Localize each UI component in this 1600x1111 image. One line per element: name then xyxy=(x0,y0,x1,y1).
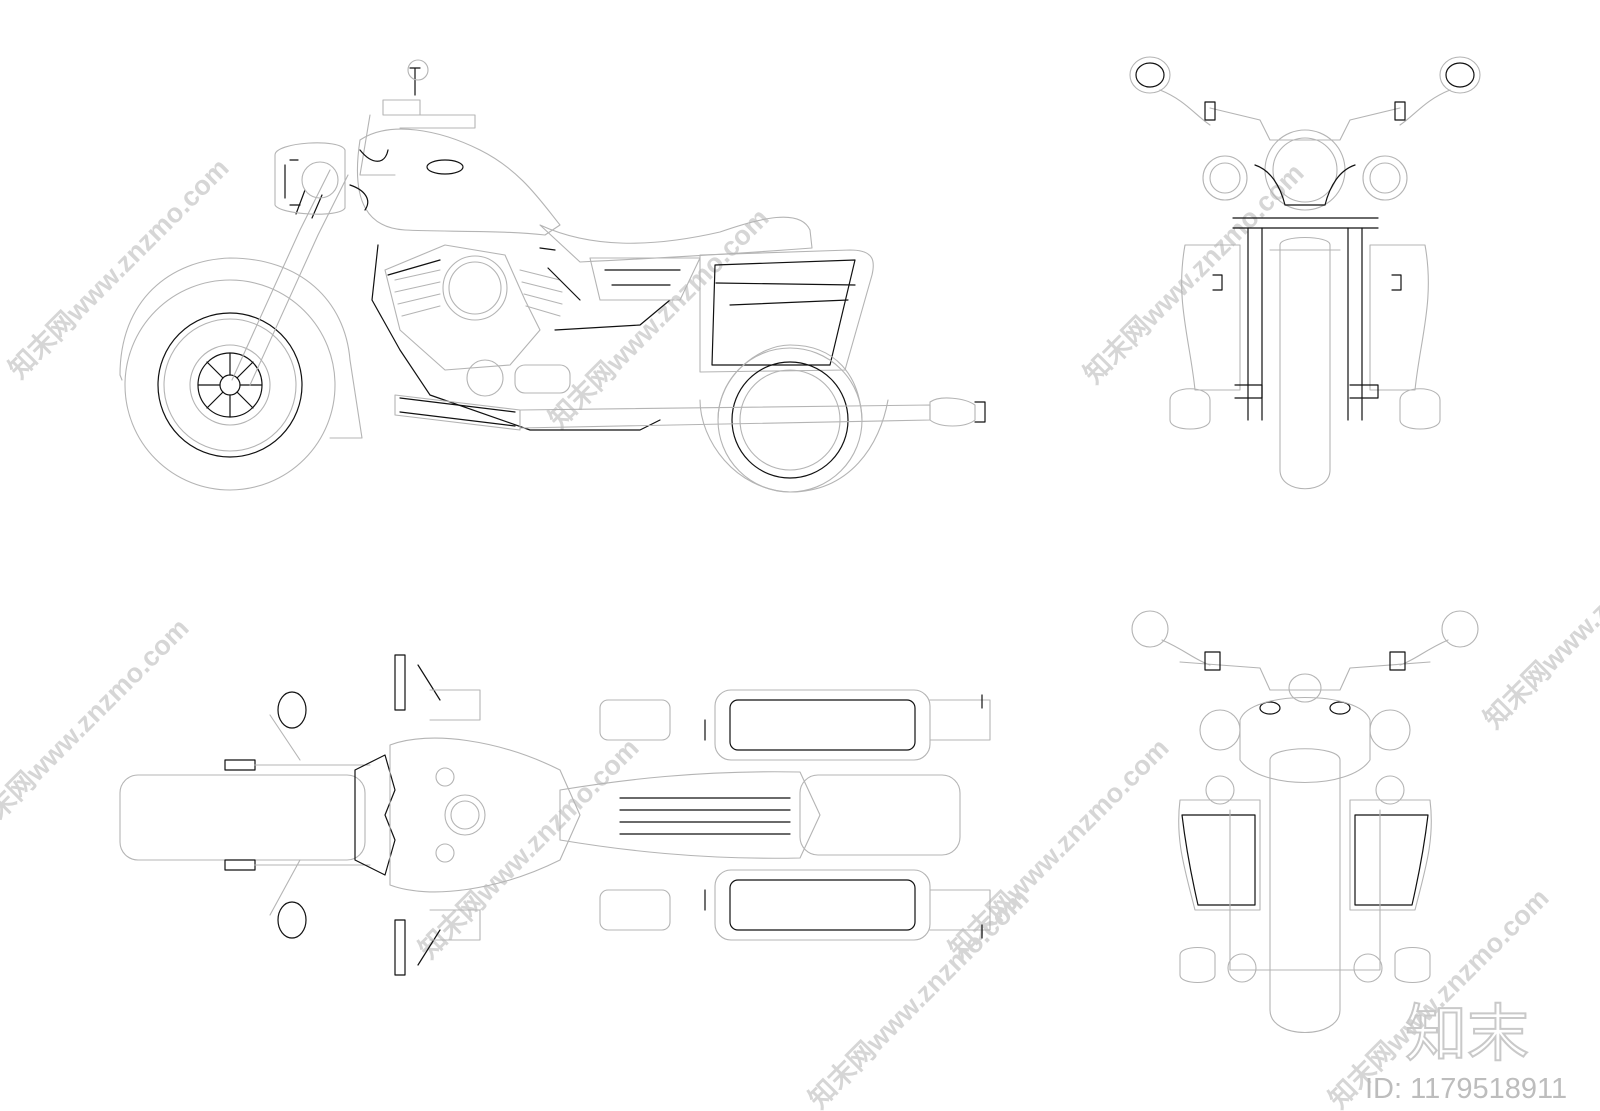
rear-round-lights xyxy=(1199,709,1411,805)
side-front-fender xyxy=(119,257,363,439)
side-rear-wheel xyxy=(699,344,889,493)
front-headlight xyxy=(1202,129,1408,211)
top-handlebar xyxy=(224,654,481,976)
rear-tire xyxy=(1269,748,1341,1034)
front-mirrors xyxy=(1129,56,1481,126)
side-fuel-tank xyxy=(356,128,561,236)
front-saddlebag-left xyxy=(1181,244,1241,391)
side-headlight xyxy=(274,142,346,215)
side-front-wheel xyxy=(124,279,336,491)
side-handlebar xyxy=(359,59,476,176)
rear-taillight xyxy=(1239,673,1371,783)
side-saddlebag xyxy=(589,249,874,373)
top-exhaust xyxy=(929,699,991,931)
watermark-text: 知末网www.znzmo.com xyxy=(1078,158,1310,390)
top-view xyxy=(119,654,991,976)
watermark-text: 知末网www.znzmo.com xyxy=(1478,503,1600,735)
brand-logo-text: 知末 xyxy=(1405,997,1529,1070)
top-fuel-tank xyxy=(389,737,581,893)
top-fork-crown xyxy=(354,754,396,876)
watermark-text: 知末网www.znzmo.com xyxy=(803,883,1035,1111)
rear-saddlebags xyxy=(1178,799,1432,911)
rear-mirrors xyxy=(1131,610,1479,666)
side-view xyxy=(119,59,986,493)
front-view xyxy=(1129,56,1481,490)
front-crossbar xyxy=(1232,217,1379,229)
top-saddlebags xyxy=(599,689,931,941)
rear-lower-lamps xyxy=(1179,946,1431,984)
brand-mark: 知末 ID: 1179518911 xyxy=(1365,996,1567,1105)
side-front-fork xyxy=(231,169,349,386)
front-tire xyxy=(1279,237,1331,490)
brand-id-label: ID: 1179518911 xyxy=(1365,1073,1567,1105)
top-front-tire xyxy=(119,774,366,861)
top-seat xyxy=(559,771,961,859)
front-forks xyxy=(1247,227,1363,421)
side-seat xyxy=(539,216,813,263)
front-handlebar xyxy=(1209,107,1401,141)
side-engine xyxy=(384,244,581,397)
front-saddlebag-right xyxy=(1369,244,1429,391)
watermark-text: 知末网www.znzmo.com xyxy=(3,153,235,385)
side-fuel-cap xyxy=(426,159,464,175)
rear-handlebar xyxy=(1179,661,1431,691)
side-exhaust xyxy=(394,394,986,431)
watermark-text: 知末网www.znzmo.com xyxy=(0,613,195,845)
watermark-layer: 知末网www.znzmo.com 知末网www.znzmo.com 知末网www… xyxy=(0,153,1600,1111)
front-lower-lights xyxy=(1169,384,1441,430)
rear-view xyxy=(1131,610,1479,1034)
